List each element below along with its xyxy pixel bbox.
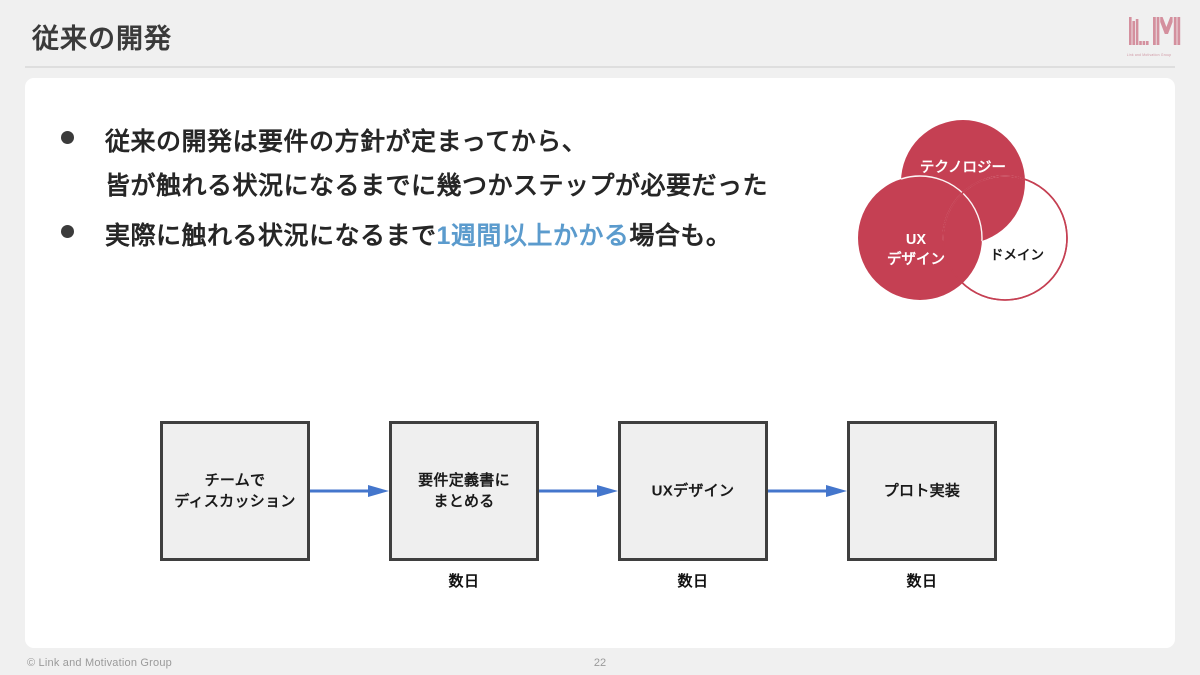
flow-step-4-label: プロト実装 — [850, 481, 994, 502]
flow-step-1-line1: チームで — [204, 472, 266, 489]
flow-step-2-line2: まとめる — [433, 493, 495, 510]
bullet-1-line2: 皆が触れる状況になるまでに幾つかステップが必要だった — [105, 172, 769, 200]
flow-step-3-line1: UXデザイン — [651, 482, 735, 500]
page-title: 従来の開発 — [32, 24, 172, 54]
flow-step-4-line1: プロト実装 — [883, 482, 961, 500]
logo-caption: Link and Motivation Group — [1126, 53, 1172, 57]
flow-step-1-label: チームで ディスカッション — [163, 470, 307, 512]
venn-label-ux-line1: UX — [906, 232, 926, 248]
venn-label-ux-line2: デザイン — [887, 250, 945, 268]
flow-step-box-2: 要件定義書に まとめる — [389, 421, 539, 561]
venn-label-technology: テクノロジー — [920, 159, 1006, 176]
flow-arrow-3 — [768, 484, 847, 498]
footer-copyright: © Link and Motivation Group — [27, 657, 172, 669]
venn-label-domain: ドメイン — [990, 248, 1044, 263]
header-divider — [25, 66, 1175, 68]
flow-arrow-2 — [539, 484, 618, 498]
flow-step-2-duration: 数日 — [448, 573, 480, 590]
flow-step-4-duration: 数日 — [906, 573, 938, 590]
flow-arrow-1 — [310, 484, 389, 498]
bullet-2-text: 実際に触れる状況になるまで1週間以上かかる場合も。 — [105, 214, 731, 258]
venn-diagram: テクノロジー UX デザイン ドメイン — [845, 110, 1095, 320]
slide-header: 従来の開発 Li — [0, 0, 1200, 68]
footer-page-number: 22 — [593, 657, 607, 669]
bullet-2-highlight: 1週間以上かかる — [436, 222, 630, 250]
flow-step-2-line1: 要件定義書に — [418, 472, 510, 489]
bullet-1-line1: 従来の開発は要件の方針が定まってから、 — [105, 128, 588, 156]
bullet-dot-icon — [61, 225, 74, 238]
flow-step-box-4: プロト実装 — [847, 421, 997, 561]
flow-step-1-line2: ディスカッション — [174, 493, 296, 510]
flow-step-2-label: 要件定義書に まとめる — [392, 470, 536, 512]
bullet-2-before: 実際に触れる状況になるまで — [105, 222, 437, 250]
flow-step-box-1: チームで ディスカッション — [160, 421, 310, 561]
flow-step-3-duration: 数日 — [677, 573, 709, 590]
bullet-dot-icon — [61, 131, 74, 144]
company-logo: Link and Motivation Group — [1116, 10, 1182, 58]
content-card: 従来の開発は要件の方針が定まってから、 皆が触れる状況になるまでに幾つかステップ… — [25, 78, 1175, 648]
bullet-2-after: 場合も。 — [629, 222, 732, 250]
flow-step-box-3: UXデザイン — [618, 421, 768, 561]
flow-step-3-label: UXデザイン — [621, 481, 765, 502]
